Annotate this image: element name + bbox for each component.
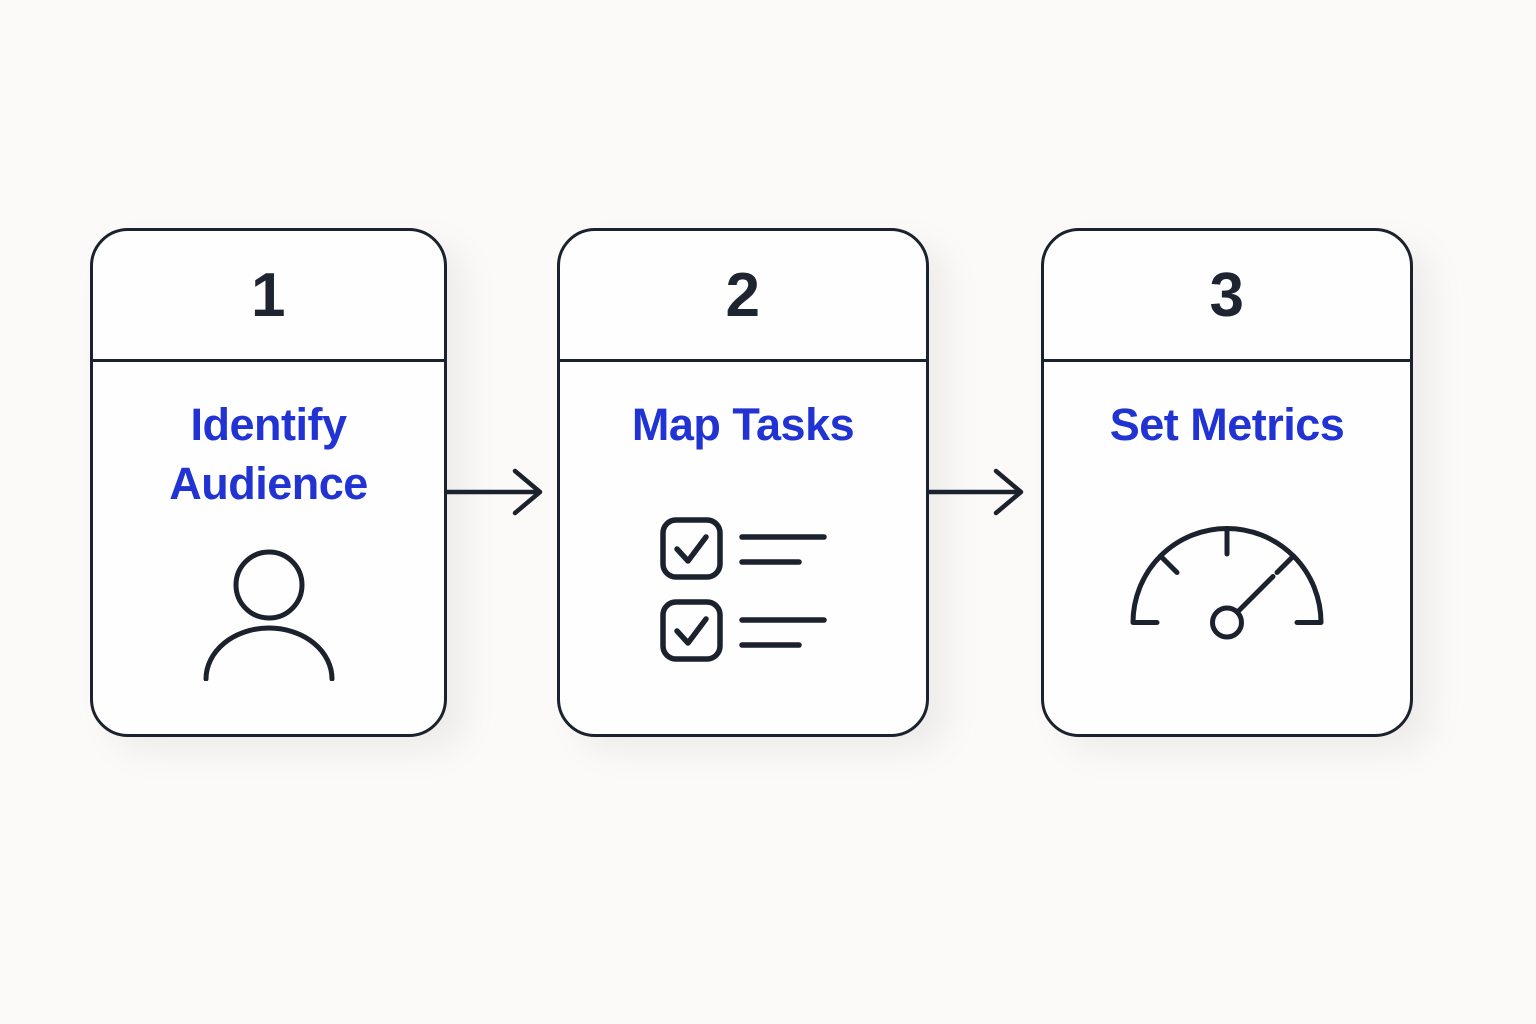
flow-arrow-icon: [444, 468, 557, 516]
step-header: 2: [560, 231, 926, 362]
step-number: 3: [1209, 260, 1245, 330]
step-title: Set Metrics: [1109, 399, 1345, 450]
step-number: 2: [725, 260, 761, 330]
person-icon: [202, 549, 336, 682]
step-card-set-metrics: 3 Set Metrics: [1041, 228, 1413, 737]
step-header: 3: [1044, 231, 1410, 362]
step-number: 1: [251, 260, 286, 330]
step-card-identify-audience: 1 Identify Audience: [90, 228, 447, 737]
step-body: Map Tasks: [560, 362, 926, 734]
step-title: Identify Audience: [169, 399, 368, 509]
flow-arrow-icon: [925, 468, 1038, 516]
step-card-map-tasks: 2 Map Tasks: [557, 228, 929, 737]
step-body: Set Metrics: [1044, 362, 1410, 734]
step-title: Map Tasks: [631, 399, 855, 450]
step-header: 1: [93, 231, 444, 362]
checklist-icon: [659, 517, 827, 662]
step-body: Identify Audience: [93, 362, 444, 734]
gauge-icon: [1129, 526, 1325, 644]
